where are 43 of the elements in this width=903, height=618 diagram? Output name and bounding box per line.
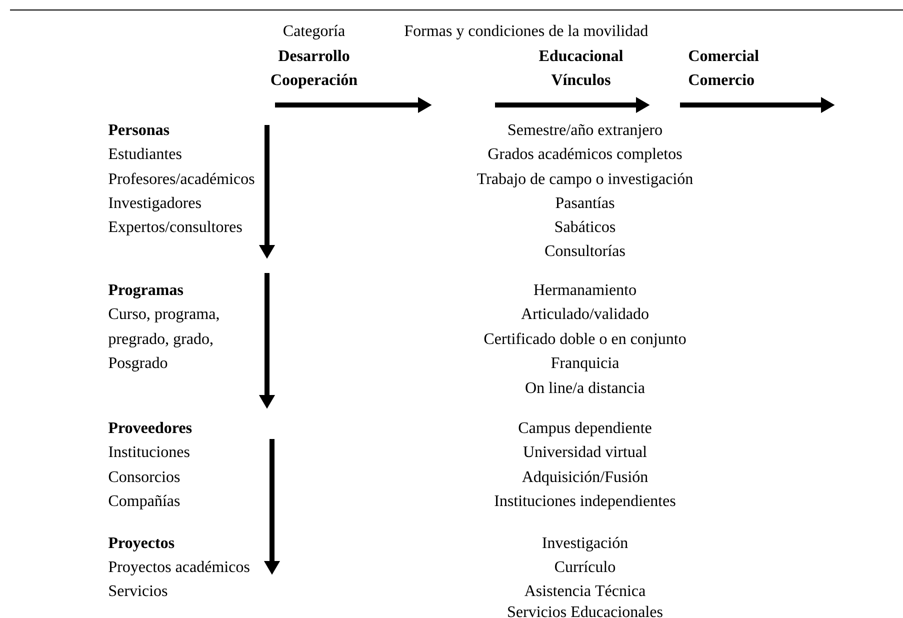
- list-item: Servicios Educacionales: [508, 606, 662, 618]
- list-item: Campus dependiente: [518, 422, 652, 436]
- list-item: Trabajo de campo o investigación: [477, 172, 693, 188]
- list-item: Consorcios: [108, 471, 180, 482]
- list-item: Consultorías: [545, 244, 625, 256]
- category-heading: Cooperación: [271, 74, 358, 88]
- list-item: Asistencia Técnica: [524, 584, 646, 596]
- list-item: Expertos/consultores: [108, 220, 242, 236]
- list-item: Certificado doble o en conjunto: [484, 332, 686, 348]
- list-item: Profesores/académicos: [108, 172, 254, 184]
- list-item: Servicios: [109, 585, 168, 596]
- list-item: Articulado/validado: [521, 308, 648, 320]
- list-item: Investigación: [542, 536, 628, 552]
- list-item: Estudiantes: [108, 148, 182, 160]
- list-item: Sabáticos: [555, 220, 616, 232]
- list-item: Universidad virtual: [523, 446, 647, 458]
- list-item: On line/a distancia: [526, 382, 645, 394]
- list-item: Compañías: [108, 494, 180, 510]
- list-item: Pasantías: [556, 196, 614, 208]
- group-heading: Proyectos: [108, 538, 174, 552]
- category-heading: Comercial: [688, 50, 759, 62]
- group-heading: Programas: [108, 284, 184, 299]
- list-item: Hermanamiento: [534, 284, 636, 296]
- group-heading: Personas: [108, 124, 170, 136]
- axis-heading: Categoría: [284, 24, 345, 40]
- list-item: Franquicia: [551, 357, 619, 372]
- list-item: pregrado, grado,: [108, 332, 212, 348]
- axis-heading: Formas y condiciones de la movilidad: [404, 24, 648, 40]
- group-heading: Proveedores: [108, 422, 192, 434]
- list-item: Investigadores: [108, 196, 201, 212]
- category-heading: Desarrollo: [278, 50, 350, 62]
- category-heading: Educacional: [539, 50, 623, 62]
- list-item: Adquisición/Fusión: [522, 470, 648, 486]
- list-item: Curso, programa,: [108, 308, 219, 322]
- list-item: Instituciones independientes: [494, 494, 676, 510]
- list-item: Instituciones: [108, 446, 190, 458]
- list-item: Currículo: [555, 560, 616, 572]
- category-heading: Comercio: [688, 74, 754, 86]
- list-item: Proyectos académicos: [108, 560, 250, 576]
- list-item: Grados académicos completos: [488, 148, 682, 162]
- list-item: Posgrado: [108, 356, 168, 372]
- list-item: Semestre/año extranjero: [508, 124, 662, 138]
- category-heading: Vínculos: [551, 74, 610, 86]
